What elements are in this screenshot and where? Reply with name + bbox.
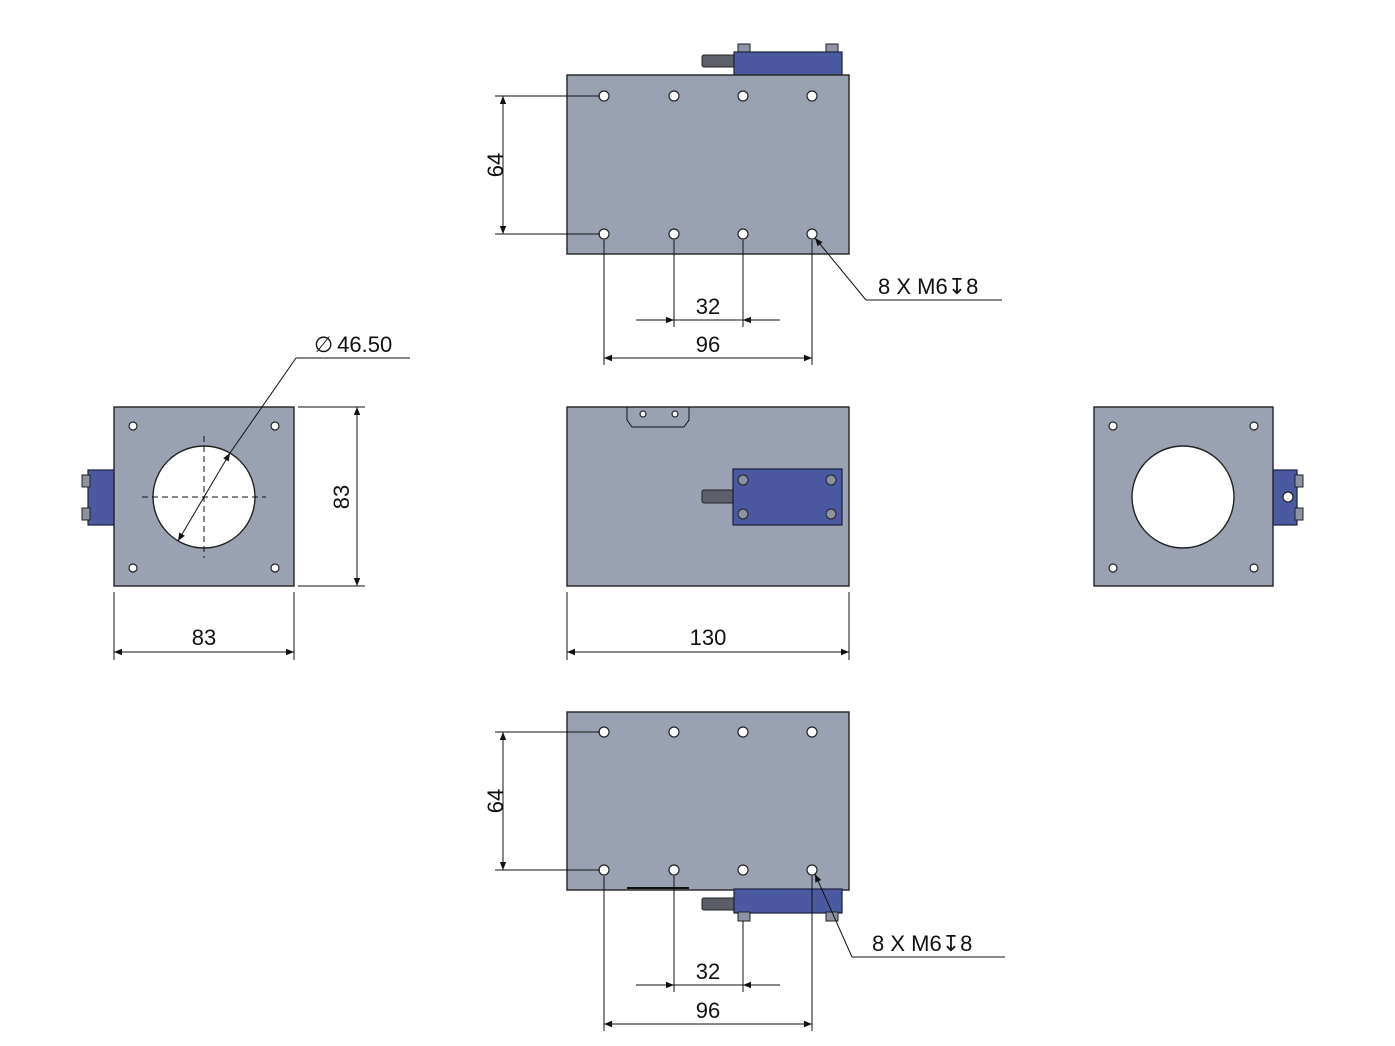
leader-line <box>814 237 867 301</box>
hole-row-bottom <box>598 228 818 240</box>
plate-body <box>566 74 850 255</box>
plate-body <box>566 711 850 891</box>
bore-diameter-label: ∅46.50 <box>314 332 392 357</box>
mounting-hole <box>668 864 680 876</box>
corner-hole <box>128 421 138 431</box>
dim-height-label: 64 <box>483 153 508 177</box>
dim-span-label: 96 <box>696 332 720 357</box>
rod <box>701 897 739 911</box>
mounting-hole <box>598 228 610 240</box>
clamp-block <box>733 51 843 77</box>
small-hole <box>671 410 679 418</box>
screw-head <box>81 507 91 521</box>
screw-head <box>737 474 749 486</box>
top-notch <box>626 407 690 428</box>
dim-span-label: 96 <box>696 998 720 1023</box>
dim-height-label: 64 <box>483 789 508 813</box>
screw-head <box>737 508 749 520</box>
screw-head <box>81 474 91 488</box>
corner-hole <box>1108 421 1118 431</box>
diameter-line <box>177 452 231 542</box>
screw-head <box>1294 474 1304 488</box>
dim-width-label: 83 <box>192 625 216 650</box>
small-hole <box>639 410 647 418</box>
hole-callout: 8 X M6↧8 <box>872 931 972 956</box>
corner-hole <box>1249 563 1259 573</box>
front-view: 130 <box>566 406 850 660</box>
mounting-hole <box>668 90 680 102</box>
mounting-hole <box>737 864 749 876</box>
mounting-hole <box>598 90 610 102</box>
mounting-hole <box>806 864 818 876</box>
mounting-hole <box>806 90 818 102</box>
mounting-hole <box>806 228 818 240</box>
corner-hole <box>270 421 280 431</box>
mounting-hole <box>598 726 610 738</box>
bore <box>1131 445 1235 549</box>
rod <box>701 489 735 504</box>
bottom-view: 64 32 96 8 X M6↧8 <box>483 711 1005 1031</box>
dim-height-label: 83 <box>329 485 354 509</box>
left-view: ∅46.50 83 83 <box>81 332 410 660</box>
screw-head <box>737 911 751 922</box>
right-view <box>1093 406 1304 587</box>
hole-row-top <box>598 726 818 738</box>
screw-head <box>825 474 837 486</box>
corner-hole <box>1108 563 1118 573</box>
mounting-hole <box>806 726 818 738</box>
corner-hole <box>1249 421 1259 431</box>
clamp-block <box>732 468 843 526</box>
mounting-hole <box>737 90 749 102</box>
rod <box>701 54 739 68</box>
dim-pitch-label: 32 <box>696 294 720 319</box>
leader-line <box>229 357 297 454</box>
dim-length-label: 130 <box>690 625 727 650</box>
screw-head <box>1294 507 1304 521</box>
mounting-hole <box>598 864 610 876</box>
leader-line <box>814 873 853 958</box>
mounting-hole <box>668 228 680 240</box>
screw-head <box>825 508 837 520</box>
clamp-block <box>87 469 117 526</box>
corner-hole <box>270 563 280 573</box>
mounting-hole <box>737 726 749 738</box>
hole-row-bottom <box>598 864 818 876</box>
dim-pitch-label: 32 <box>696 959 720 984</box>
hole-callout: 8 X M6↧8 <box>878 274 978 299</box>
mounting-hole <box>737 228 749 240</box>
rod-end <box>1282 491 1294 503</box>
clamp-block <box>733 888 843 914</box>
mounting-hole <box>668 726 680 738</box>
top-view: 64 32 96 8 X M6↧8 <box>483 43 1002 365</box>
corner-hole <box>128 563 138 573</box>
